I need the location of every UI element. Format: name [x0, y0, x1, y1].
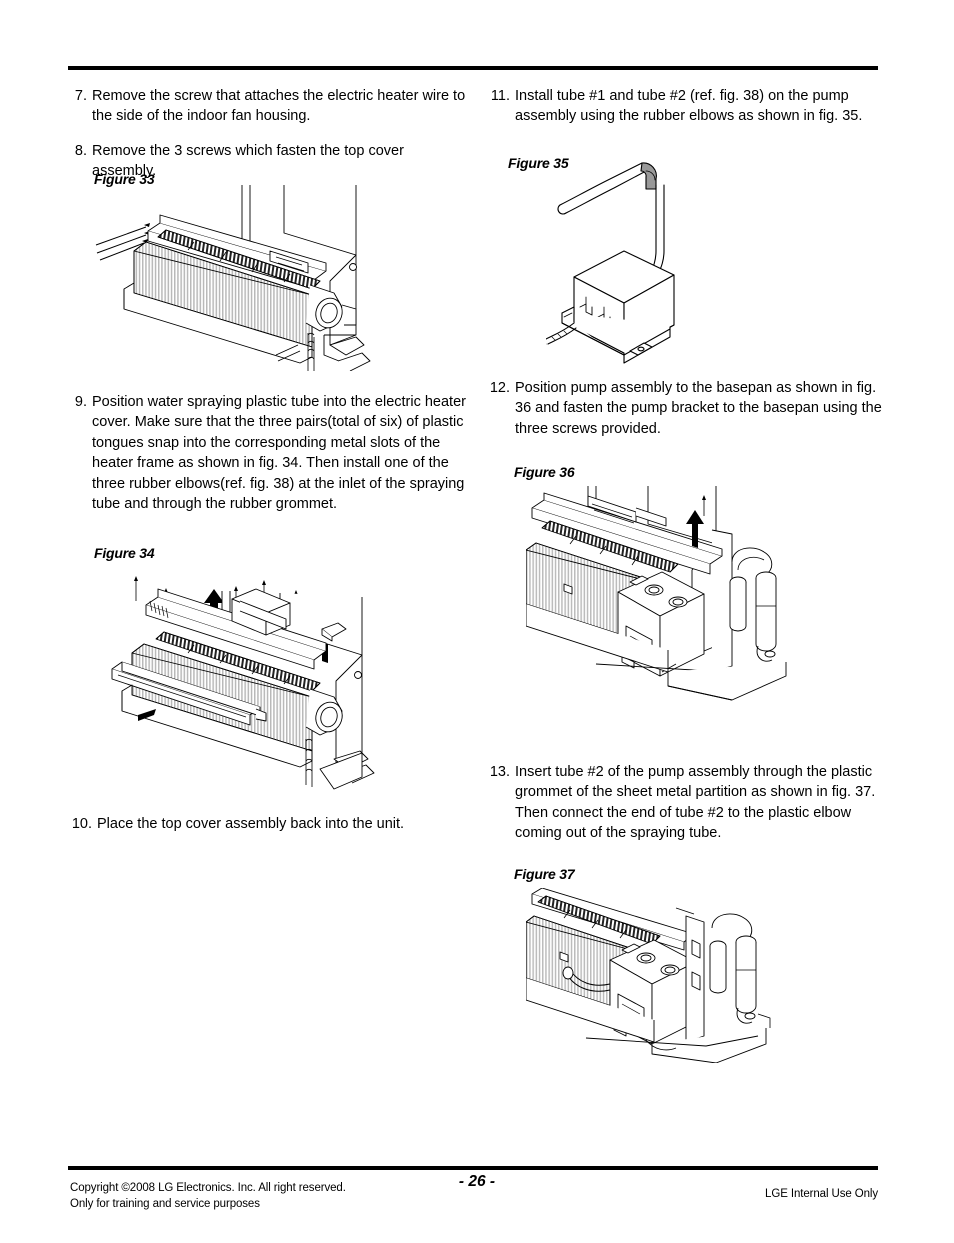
- figure-35: Figure 35: [508, 155, 768, 375]
- right-column-step12: 12. Position pump assembly to the basepa…: [488, 378, 888, 453]
- figure-34-caption: Figure 34: [94, 545, 155, 561]
- step-13: 13. Insert tube #2 of the pump assembly …: [488, 762, 888, 844]
- figure-33: Figure 33: [94, 171, 394, 372]
- right-column: 11. Install tube #1 and tube #2 (ref. fi…: [488, 86, 888, 141]
- header-rule: [68, 66, 878, 70]
- figure-37: Figure 37: [514, 866, 804, 1066]
- step-8-number: 8.: [74, 142, 87, 159]
- step-12-number: 12.: [489, 380, 510, 396]
- step-9-text: Position water spraying plastic tube int…: [92, 394, 466, 513]
- step-8-text: Remove the 3 screws which fasten the top…: [92, 142, 404, 180]
- step-10-number: 10.: [71, 816, 92, 832]
- step-13-number: 13.: [489, 764, 510, 780]
- figure-33-caption: Figure 33: [94, 171, 155, 187]
- figure-34-illustration: [94, 563, 394, 798]
- figure-35-illustration: [542, 155, 766, 375]
- figure-36-illustration: [525, 486, 796, 716]
- step-8: 8. Remove the 3 screws which fasten the …: [70, 141, 470, 182]
- step-7-text: Remove the screw that attaches the elect…: [92, 88, 466, 125]
- footer-rule: [68, 1166, 878, 1170]
- step-12-text: Position pump assembly to the basepan as…: [515, 380, 882, 437]
- figure-36-caption: Figure 36: [514, 464, 575, 480]
- step-7-number: 7.: [74, 88, 87, 104]
- footer-copyright-line2: Only for training and service purposes: [70, 1198, 260, 1210]
- figure-36: Figure 36: [514, 464, 804, 714]
- figure-35-caption: Figure 35: [508, 155, 569, 171]
- figure-37-caption: Figure 37: [514, 866, 575, 882]
- step-9-number: 9.: [74, 394, 87, 410]
- right-column-step13: 13. Insert tube #2 of the pump assembly …: [488, 762, 888, 858]
- footer-copyright-line1: Copyright ©2008 LG Electronics. Inc. All…: [70, 1182, 346, 1194]
- figure-34: Figure 34: [94, 545, 394, 795]
- left-column-step10: 10. Place the top cover assembly back in…: [70, 814, 470, 834]
- step-11: 11. Install tube #1 and tube #2 (ref. fi…: [488, 86, 888, 127]
- step-13-text: Insert tube #2 of the pump assembly thro…: [515, 764, 876, 842]
- page-number: - 26 -: [458, 1173, 496, 1190]
- step-10: 10. Place the top cover assembly back in…: [70, 814, 470, 834]
- footer-copyright: Copyright ©2008 LG Electronics. Inc. All…: [70, 1180, 346, 1212]
- step-11-text: Install tube #1 and tube #2 (ref. fig. 3…: [515, 88, 863, 125]
- step-12: 12. Position pump assembly to the basepa…: [488, 378, 888, 439]
- figure-33-illustration: [94, 185, 394, 376]
- left-column: 7. Remove the screw that attaches the el…: [70, 86, 470, 196]
- left-column-lower: 9. Position water spraying plastic tube …: [70, 392, 470, 528]
- step-11-number: 11.: [490, 88, 510, 104]
- step-9: 9. Position water spraying plastic tube …: [70, 392, 470, 514]
- footer-internal-note: LGE Internal Use Only: [765, 1188, 878, 1200]
- step-7: 7. Remove the screw that attaches the el…: [70, 86, 470, 127]
- step-10-text: Place the top cover assembly back into t…: [97, 816, 405, 832]
- figure-37-illustration: [525, 887, 796, 1068]
